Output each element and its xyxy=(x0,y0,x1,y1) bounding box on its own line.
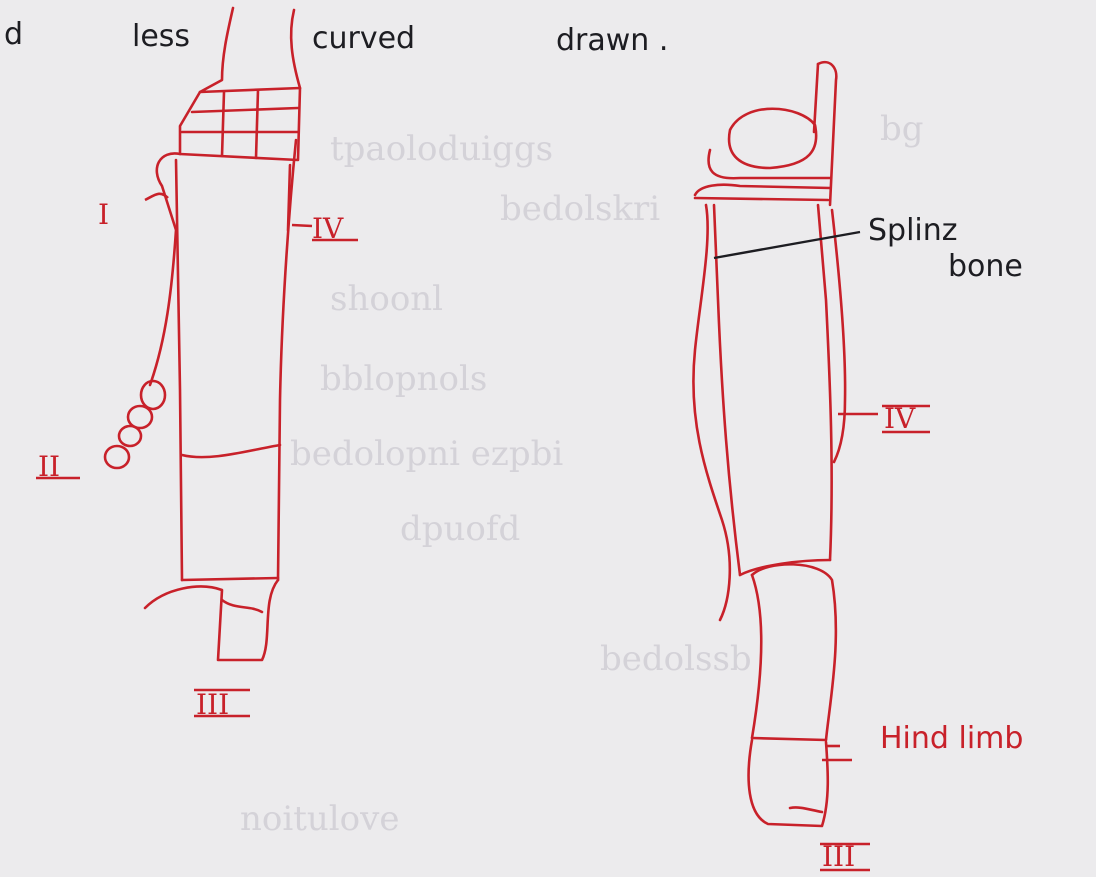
hindlimb-pastern-right xyxy=(752,564,836,740)
header-letter-d: d xyxy=(4,17,23,52)
hindlimb-pastern-left xyxy=(752,575,761,738)
forelimb-hoof-inner-line xyxy=(222,600,262,612)
forelimb-upper-left-edge xyxy=(200,8,233,92)
splint-bone-leader-line xyxy=(714,232,860,258)
hindlimb-top-process-left xyxy=(814,64,818,132)
svg-text:bg: bg xyxy=(880,109,924,149)
metacarpal-III-left-edge xyxy=(176,160,182,580)
svg-text:bedolopni ezpbi: bedolopni ezpbi xyxy=(290,434,563,474)
hindlimb-shaft-left-edge xyxy=(714,205,740,575)
svg-text:dpuofd: dpuofd xyxy=(400,509,520,549)
tarsal-round-bone xyxy=(729,109,816,168)
carpal-col-line-1 xyxy=(222,92,224,156)
metacarpal-III-right-edge xyxy=(278,140,296,580)
hindlimb-hoof-outline xyxy=(749,740,828,826)
forelimb-label-I: I xyxy=(98,198,109,231)
tarsal-base-line xyxy=(695,198,828,200)
digit-II-oval-2 xyxy=(128,406,152,428)
carpal-col-line-2 xyxy=(256,90,258,158)
hindlimb-splint-IV xyxy=(832,210,845,462)
svg-text:bblopnols: bblopnols xyxy=(320,359,487,399)
forelimb-segment-line-2 xyxy=(182,578,278,580)
header-word-drawn: drawn . xyxy=(556,23,668,58)
digit-II-oval-3 xyxy=(119,426,141,446)
hindlimb-pastern-base xyxy=(752,738,826,740)
hind-limb-label: Hind limb xyxy=(880,721,1023,756)
svg-text:noitulove: noitulove xyxy=(240,799,399,839)
splint-bone-label-line1: Splinz xyxy=(868,213,958,248)
svg-text:tpaoloduiggs: tpaoloduiggs xyxy=(330,129,553,169)
splint-bone-label-line2: bone xyxy=(948,249,1023,284)
tarsal-lower-line xyxy=(709,150,830,178)
hindlimb-drawing xyxy=(693,62,878,826)
digit-II-oval-1 xyxy=(141,381,165,409)
svg-text:bedolssb: bedolssb xyxy=(600,639,752,679)
svg-text:bedolskri: bedolskri xyxy=(500,189,660,229)
carpal-row-line-1 xyxy=(192,108,298,112)
digit-II-oval-4 xyxy=(105,446,129,468)
forelimb-upper-right-edge xyxy=(291,10,300,88)
forelimb-leader-IV xyxy=(292,225,312,226)
forelimb-segment-line-1 xyxy=(182,445,280,457)
header-word-less: less xyxy=(132,19,190,54)
forelimb-drawing xyxy=(105,8,312,660)
hindlimb-top-process-right xyxy=(818,62,836,205)
header-word-curved: curved xyxy=(312,21,415,56)
hindlimb-hoof-inner-line xyxy=(790,807,822,812)
tarsal-row-line xyxy=(695,185,830,195)
forelimb-hoof-outline xyxy=(145,580,278,660)
carpal-block xyxy=(180,88,300,160)
svg-text:shoonl: shoonl xyxy=(330,279,443,319)
hindlimb-shaft-right-edge xyxy=(818,205,832,560)
